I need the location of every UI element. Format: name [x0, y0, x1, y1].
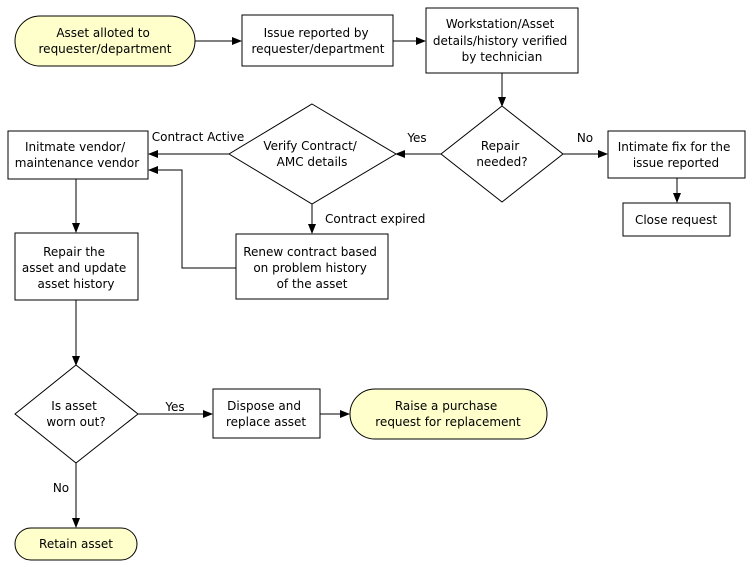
intimate-fix-label: Intimate fix for the issue reported — [618, 140, 734, 170]
dispose-label: Dispose and replace asset — [226, 399, 306, 429]
node-worn-out: Is asset worn out? — [14, 364, 139, 464]
node-repair-asset: Repair the asset and update asset histor… — [14, 232, 139, 301]
label-no-worn: No — [53, 481, 69, 495]
purchase-terminal — [349, 388, 548, 440]
intimate-vendor-label: Initmate vendor/ maintenance vendor — [15, 140, 139, 170]
label-contract-expired: Contract expired — [325, 212, 425, 226]
edge-renew-to-vendor — [148, 166, 236, 269]
node-retain: Retain asset — [14, 527, 138, 561]
close-request-box — [622, 202, 731, 237]
label-contract-active: Contract Active — [152, 130, 245, 144]
node-dispose: Dispose and replace asset — [212, 388, 321, 439]
repair-needed-diamond — [440, 105, 564, 203]
node-issue-reported: Issue reported by requester/department — [241, 14, 394, 67]
repair-asset-box — [14, 232, 139, 301]
retain-terminal — [14, 527, 138, 561]
node-details-verified: Workstation/Asset details/history verifi… — [425, 7, 579, 74]
worn-out-label: Is asset worn out? — [46, 399, 105, 429]
issue-reported-box — [241, 14, 394, 67]
node-repair-needed: Repair needed? — [440, 105, 564, 203]
label-no-repair: No — [577, 131, 593, 145]
repair-needed-label: Repair needed? — [476, 139, 527, 169]
worn-out-diamond — [14, 364, 139, 464]
edge-labels: Yes No Contract Active Contract expired … — [53, 130, 593, 495]
label-yes-worn: Yes — [164, 400, 184, 414]
renew-contract-box — [235, 233, 389, 300]
details-verified-label: Workstation/Asset details/history verifi… — [433, 17, 571, 64]
details-verified-box — [425, 7, 579, 74]
issue-reported-label: Issue reported by requester/department — [252, 26, 385, 56]
dispose-box — [212, 388, 321, 439]
start-terminal — [14, 15, 196, 67]
renew-contract-label: Renew contract based on problem history … — [243, 245, 381, 291]
purchase-label: Raise a purchase request for replacement — [375, 399, 521, 429]
repair-asset-label: Repair the asset and update asset histor… — [22, 245, 130, 291]
verify-contract-diamond — [228, 103, 397, 205]
intimate-vendor-box — [7, 130, 149, 180]
edges — [72, 37, 681, 528]
node-start: Asset alloted to requester/department — [14, 15, 196, 67]
intimate-fix-box — [607, 130, 746, 179]
node-close-request: Close request — [622, 202, 731, 237]
node-purchase: Raise a purchase request for replacement — [349, 388, 548, 440]
retain-label: Retain asset — [39, 537, 113, 551]
close-request-label: Close request — [635, 213, 717, 227]
node-intimate-vendor: Initmate vendor/ maintenance vendor — [7, 130, 149, 180]
start-label: Asset alloted to requester/department — [39, 26, 172, 56]
label-yes-repair: Yes — [406, 131, 426, 145]
node-renew-contract: Renew contract based on problem history … — [235, 233, 389, 300]
node-intimate-fix: Intimate fix for the issue reported — [607, 130, 746, 179]
verify-contract-label: Verify Contract/ AMC details — [263, 139, 360, 169]
node-verify-contract: Verify Contract/ AMC details — [228, 103, 397, 205]
